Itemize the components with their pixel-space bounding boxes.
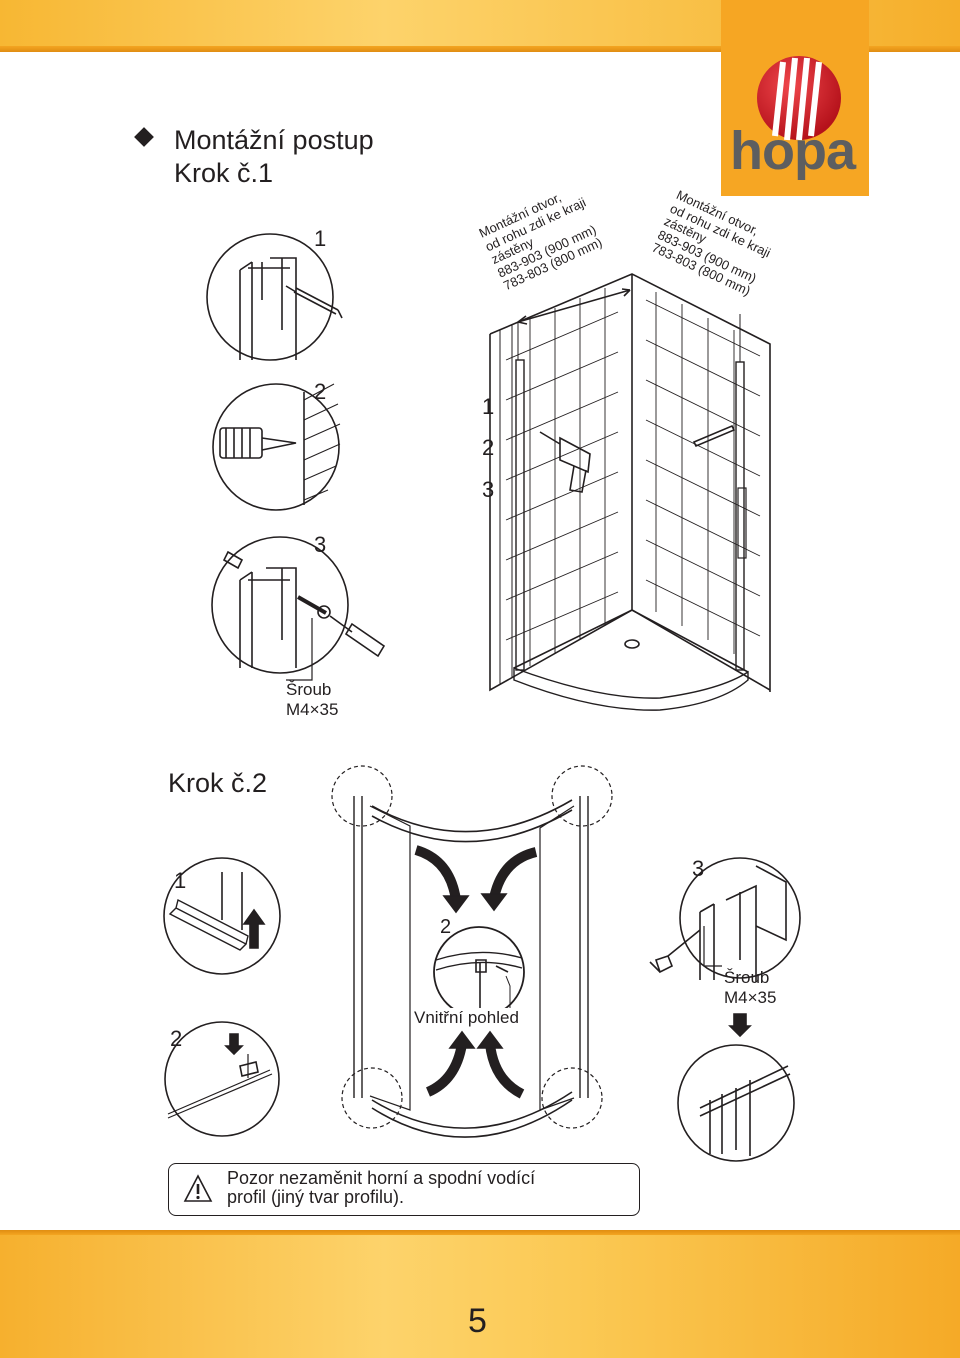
step2-label: Krok č.2: [168, 768, 268, 798]
shower-marker-2: 2: [482, 435, 495, 460]
footer-band: [0, 1230, 960, 1358]
marker-1: 1: [314, 226, 327, 251]
screw-label-step1: Šroub M4×35: [286, 680, 339, 719]
hopa-logo: hopa: [721, 0, 869, 196]
step2-inner-marker-2: 2: [440, 916, 452, 938]
detail-circle-step2-3: [679, 857, 801, 979]
detail-circle-step2-2: [164, 1021, 280, 1137]
step2-marker-1: 1: [174, 868, 187, 893]
screw-label-step2: Šroub M4×35: [724, 968, 777, 1007]
warning-text: Pozor nezaměnit horní a spodní vodící pr…: [227, 1168, 536, 1208]
logo-ball-icon: [757, 56, 841, 141]
detail-circle-2: [212, 383, 340, 511]
marker-2: 2: [314, 379, 327, 404]
page-title: Montážní postup: [174, 125, 374, 155]
detail-circle-3: [211, 536, 349, 674]
logo-text: hopa: [730, 121, 856, 181]
detail-circle-step2-1: [163, 857, 281, 975]
shower-marker-1: 1: [482, 394, 495, 419]
step2-marker-3: 3: [692, 856, 705, 881]
page-number: 5: [468, 1302, 487, 1340]
inner-view-label: Vnitřní pohled: [414, 1008, 519, 1028]
warning-box: Pozor nezaměnit horní a spodní vodící pr…: [168, 1163, 640, 1216]
step2-marker-2: 2: [170, 1026, 183, 1051]
step1-label: Krok č.1: [174, 158, 274, 188]
warning-triangle-icon: [183, 1174, 213, 1202]
marker-3: 3: [314, 532, 327, 557]
detail-circle-1: [206, 233, 334, 361]
shower-marker-3: 3: [482, 477, 495, 502]
detail-circle-step2-4: [677, 1044, 795, 1162]
